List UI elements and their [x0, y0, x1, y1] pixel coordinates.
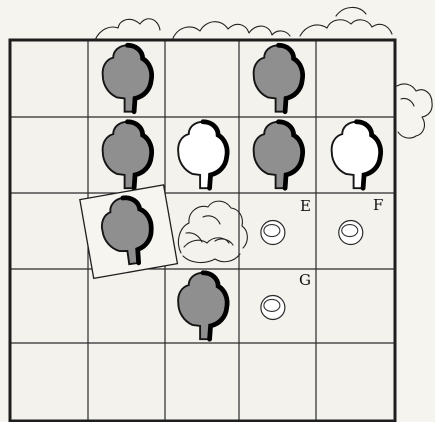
coin-label-e: E [300, 199, 311, 214]
coin-label-g: G [299, 273, 311, 288]
tree-tile-6 [80, 185, 178, 279]
coin-icon [339, 221, 363, 245]
coin-icon [261, 221, 285, 245]
corner-bush-top [95, 7, 392, 40]
corner-bush-right [397, 84, 432, 138]
coin-icon [261, 295, 285, 319]
coin-label-f: F [373, 198, 383, 213]
